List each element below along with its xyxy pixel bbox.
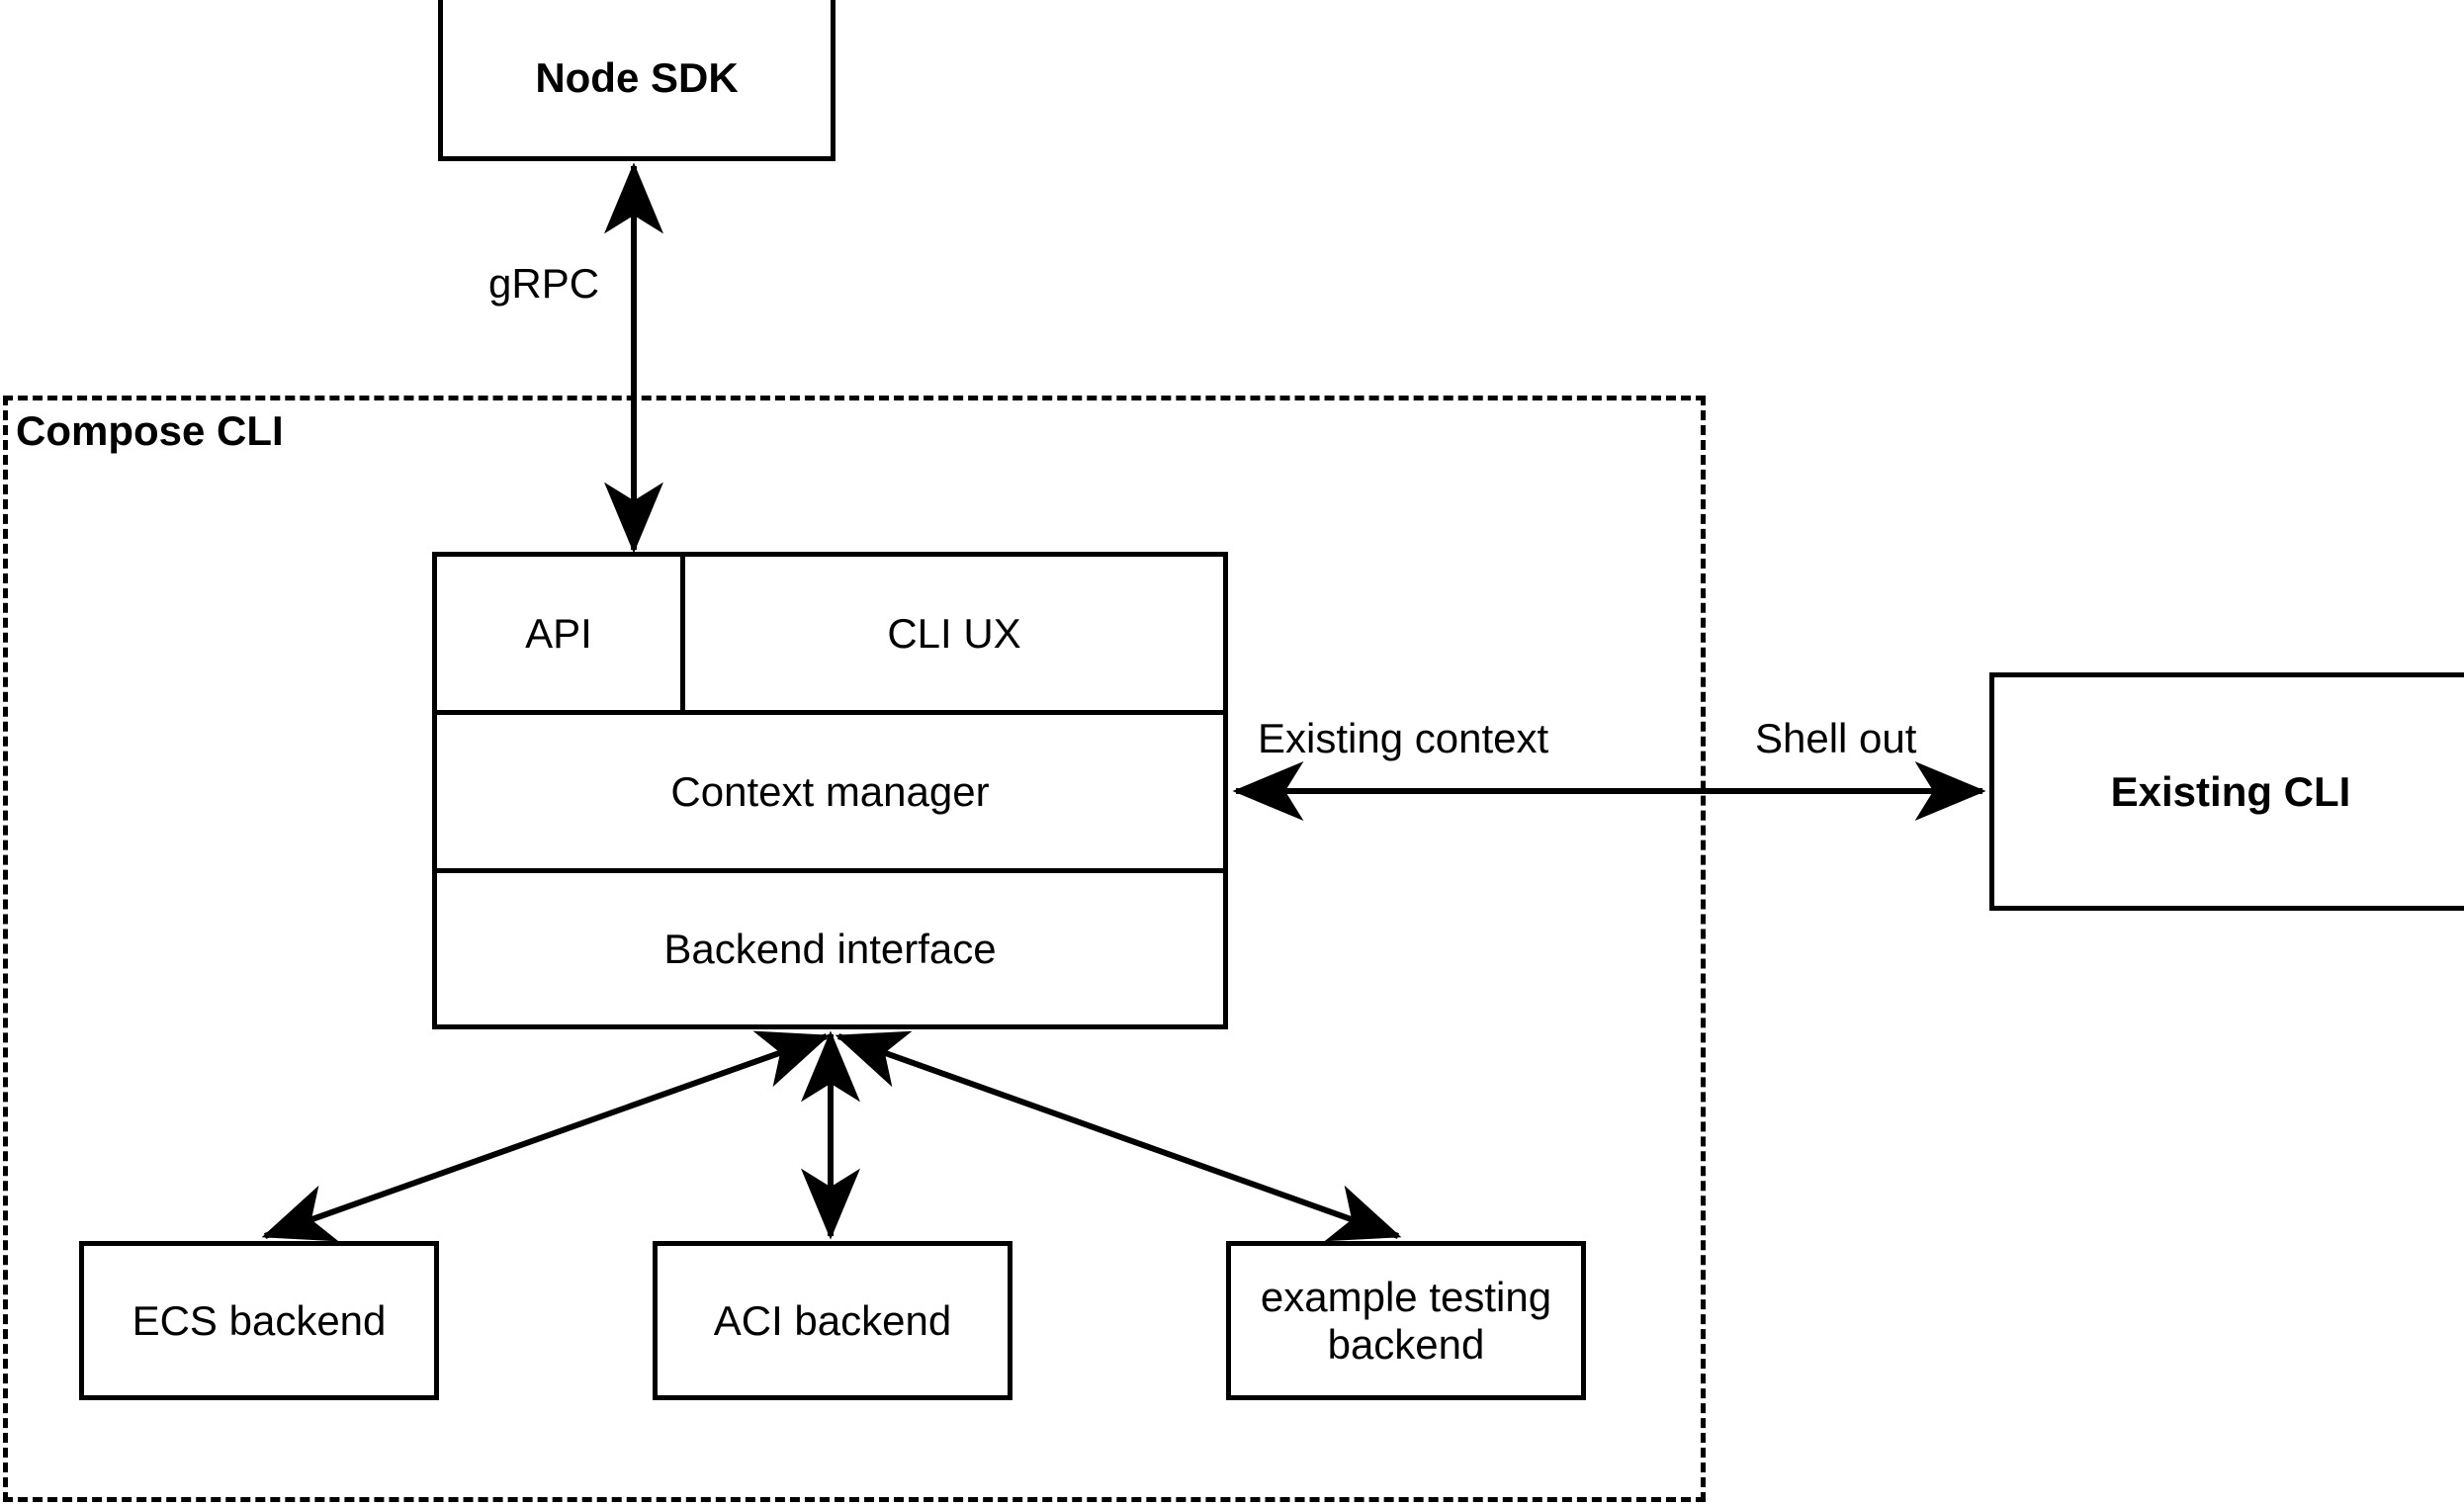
node-example-testing-backend-label: example testing backend <box>1260 1274 1552 1368</box>
edge-label-existing-context: Existing context <box>1258 715 1549 761</box>
edge-backend-to-ecs-line <box>261 1030 831 1242</box>
node-api[interactable]: API <box>437 557 685 710</box>
node-context-manager[interactable]: Context manager <box>437 715 1223 868</box>
node-aci-backend[interactable]: ACI backend <box>653 1241 1012 1400</box>
stack-divider-2 <box>437 868 1223 873</box>
node-node-sdk[interactable]: Node SDK <box>438 0 836 161</box>
edge-label-shell-out: Shell out <box>1755 715 1917 761</box>
node-cli-ux-label: CLI UX <box>887 609 1021 657</box>
group-compose-cli <box>3 396 1706 1502</box>
node-example-testing-backend[interactable]: example testing backend <box>1226 1241 1586 1400</box>
node-api-label: API <box>525 609 592 657</box>
node-ecs-backend[interactable]: ECS backend <box>79 1241 439 1400</box>
node-backend-interface[interactable]: Backend interface <box>437 873 1223 1024</box>
node-context-manager-label: Context manager <box>670 767 990 815</box>
node-existing-cli-label: Existing CLI <box>2110 767 2351 815</box>
node-ecs-backend-label: ECS backend <box>132 1296 387 1344</box>
node-node-sdk-label: Node SDK <box>535 54 739 102</box>
node-backend-interface-label: Backend interface <box>663 925 997 972</box>
stack-divider-1 <box>437 710 1223 715</box>
node-cli-ux[interactable]: CLI UX <box>685 557 1223 710</box>
node-compose-cli-stack: API CLI UX Context manager Backend inter… <box>432 552 1228 1029</box>
group-compose-cli-label: Compose CLI <box>16 407 284 454</box>
node-existing-cli[interactable]: Existing CLI <box>1989 672 2464 911</box>
edge-backend-to-example-line <box>835 1030 1402 1242</box>
edge-label-grpc: gRPC <box>488 260 600 307</box>
node-aci-backend-label: ACI backend <box>713 1296 952 1344</box>
